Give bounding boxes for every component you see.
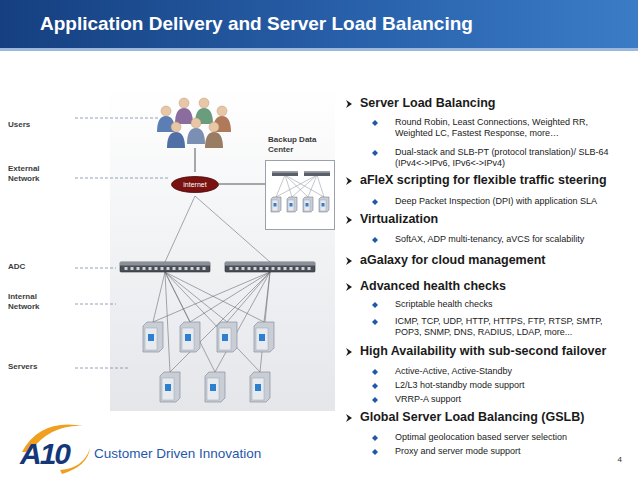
company-logo: A10 <box>20 436 100 472</box>
feature-detail: Active-Active, Active-Standby <box>395 366 620 377</box>
feature-detail: Dual-stack and SLB-PT (protocol translat… <box>395 147 620 169</box>
server-icon <box>180 322 200 352</box>
bullet-diamond <box>372 120 378 126</box>
slide-title: Application Delivery and Server Load Bal… <box>40 13 630 36</box>
link-wire <box>276 175 285 197</box>
mini-server <box>319 197 329 212</box>
user-icon <box>175 98 193 124</box>
layer-label: External Network <box>8 164 48 183</box>
bullet-diamond <box>372 302 378 308</box>
feature-heading: aGalaxy for cloud management <box>360 253 630 268</box>
feature-detail: ICMP, TCP, UDP, HTTP, HTTPS, FTP, RTSP, … <box>395 316 620 338</box>
bullet-arrow <box>346 414 352 422</box>
bullet-arrow <box>346 177 352 185</box>
network-link <box>219 184 265 185</box>
page-number: 4 <box>602 455 622 465</box>
feature-heading: Virtualization <box>360 212 630 227</box>
network-cloud: internet <box>171 176 219 193</box>
link-wire <box>153 272 165 322</box>
feature-detail: Proxy and server mode support <box>395 446 620 457</box>
server-icon <box>250 372 270 402</box>
leader-line <box>75 118 160 119</box>
feature-heading: aFleX scripting for flexible traffic ste… <box>360 173 630 188</box>
server-icon <box>143 322 163 352</box>
feature-detail: Scriptable health checks <box>395 299 620 310</box>
feature-detail: VRRP-A support <box>395 394 620 405</box>
user-icon <box>167 122 185 148</box>
link-wire <box>153 272 270 322</box>
network-panel <box>110 86 335 411</box>
link-wire <box>195 196 270 262</box>
feature-detail: Deep Packet Inspection (DPI) with applic… <box>395 196 620 207</box>
mini-switch <box>272 171 298 176</box>
link-wire <box>308 175 317 197</box>
link-wire <box>165 272 260 372</box>
data-center-heading: Backup Data Center <box>268 135 328 154</box>
layer-label: Internal Network <box>8 292 48 311</box>
link-wire <box>165 196 195 262</box>
bullet-arrow <box>346 283 352 291</box>
leader-line <box>75 268 116 269</box>
bullet-diamond <box>372 369 378 375</box>
bullet-diamond <box>372 150 378 156</box>
bullet-arrow <box>346 257 352 265</box>
data-center-devices <box>266 161 334 229</box>
bullet-diamond <box>372 237 378 243</box>
bullet-arrow <box>346 216 352 224</box>
link-wire <box>190 272 270 322</box>
link-wire <box>165 272 215 372</box>
feature-heading: High Availability with sub-second failov… <box>360 344 630 359</box>
link-wire <box>317 175 324 197</box>
layer-label: Servers <box>8 362 48 372</box>
mini-switch <box>304 171 330 176</box>
link-wire <box>285 175 324 197</box>
feature-heading: Advanced health checks <box>360 279 630 294</box>
user-icon <box>205 122 223 148</box>
adc-switch <box>225 262 315 272</box>
tagline: Customer Driven Innovation <box>94 446 294 462</box>
server-icon <box>217 322 237 352</box>
adc-switch <box>120 262 210 272</box>
link-wire <box>165 272 170 372</box>
feature-detail: L2/L3 hot-standby mode support <box>395 380 620 391</box>
feature-detail: Round Robin, Least Connections, Weighted… <box>395 117 620 139</box>
layer-label: Users <box>8 120 48 130</box>
title-bar <box>0 0 638 48</box>
leader-line <box>75 368 128 369</box>
layer-label: ADC <box>8 262 48 272</box>
server-icon <box>254 322 274 352</box>
link-wire <box>165 272 227 322</box>
mini-server <box>271 197 281 212</box>
user-icon <box>187 118 205 144</box>
mini-server <box>303 197 313 212</box>
bullet-diamond <box>372 435 378 441</box>
server-icon <box>205 372 225 402</box>
feature-detail: Optimal geolocation based server selecti… <box>395 432 620 443</box>
bullet-diamond <box>372 383 378 389</box>
bullet-diamond <box>372 397 378 403</box>
bullet-diamond <box>372 449 378 455</box>
link-wire <box>276 175 317 197</box>
feature-heading: Server Load Balancing <box>360 96 630 111</box>
feature-heading: Global Server Load Balancing (GSLB) <box>360 410 630 425</box>
link-wire <box>165 272 264 322</box>
bullet-diamond <box>372 199 378 205</box>
title-rule <box>0 48 638 51</box>
server-icon <box>160 372 180 402</box>
feature-detail: SoftAX, ADP multi-tenancy, aVCS for scal… <box>395 234 620 245</box>
leader-line <box>75 304 116 305</box>
link-wire <box>195 148 196 172</box>
bullet-diamond <box>372 319 378 325</box>
data-center-box: Backup Data Center <box>265 160 335 230</box>
bullet-arrow <box>346 100 352 108</box>
bullet-arrow <box>346 348 352 356</box>
mini-server <box>287 197 297 212</box>
cloud-label: internet <box>171 176 219 193</box>
leader-line <box>75 178 170 179</box>
link-wire <box>170 272 270 372</box>
